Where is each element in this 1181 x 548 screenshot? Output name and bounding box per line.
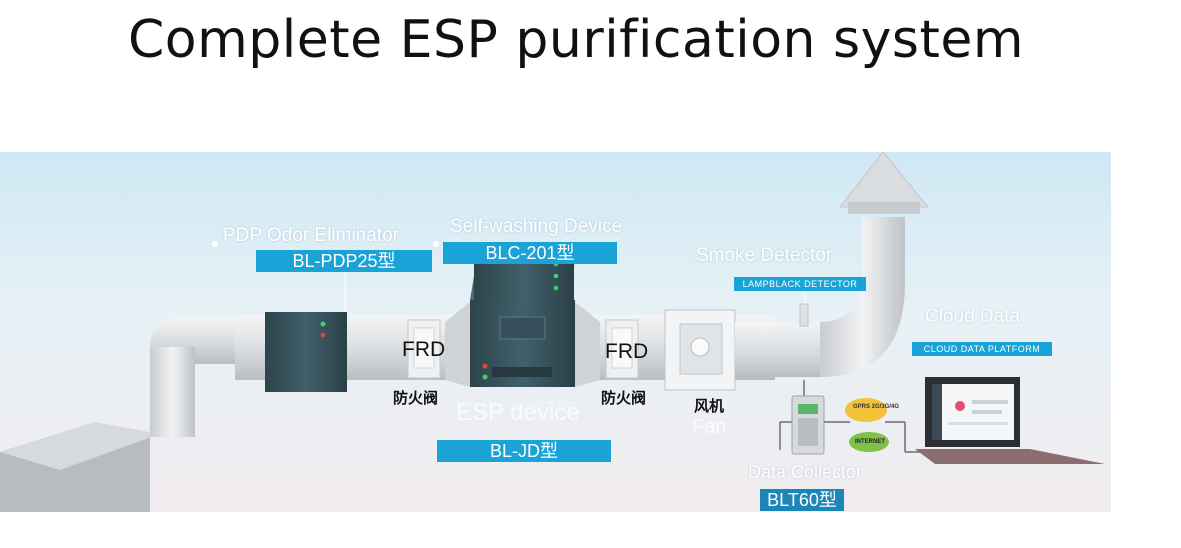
esp-device-label: ESP device: [456, 399, 580, 426]
cloud-data-label: Cloud Data: [925, 306, 1021, 327]
lampblack-detector-tag: LAMPBLACK DETECTOR: [734, 277, 866, 291]
esp-right-cone: [575, 302, 600, 387]
self-washing-device-label: Self-washing Device: [450, 216, 623, 237]
outlet-duct: [735, 322, 825, 377]
pdp-lead-dot-right: [433, 241, 439, 247]
fire-valve-left-label: 防火阀: [393, 389, 439, 407]
data-collector-label: Data Collector: [748, 462, 863, 482]
self-washing-model-tag: BLC-201型: [443, 242, 617, 264]
elbow-upper: [820, 217, 905, 377]
cloud-data-platform-tag: CLOUD DATA PLATFORM: [912, 342, 1052, 356]
esp-left-cone: [445, 302, 470, 387]
frd-left-label: FRD: [402, 338, 446, 361]
smoke-detector-label: Smoke Detector: [696, 245, 833, 266]
pdp-model-tag: BL-PDP25型: [256, 250, 432, 272]
gprs-cloud: [845, 398, 887, 422]
laptop-base: [915, 449, 1105, 464]
internet-cloud-label: INTERNET: [855, 439, 885, 445]
pdp-unit: [265, 312, 347, 392]
fire-valve-right-label: 防火阀: [601, 389, 647, 407]
internet-cloud: [849, 432, 889, 452]
page-title: Complete ESP purification system: [128, 10, 1025, 70]
system-diagram: PDP Odor Eliminator BL-PDP25型 Self-washi…: [0, 152, 1111, 512]
hood-top: [0, 422, 160, 470]
diagram-graphics: [0, 152, 1105, 512]
chimney-cap: [838, 152, 930, 208]
gprs-cloud-label: GPRS 2G/3G/4G: [853, 404, 900, 410]
elbow-lower: [150, 317, 240, 364]
pdp-odor-eliminator-label: PDP Odor Eliminator: [223, 225, 399, 246]
data-collector-model-tag: BLT60型: [760, 489, 844, 511]
fan-cn-label: 风机: [694, 397, 725, 415]
smoke-probe: [799, 303, 809, 327]
riser-duct: [150, 342, 195, 437]
pdp-lead-dot: [212, 241, 218, 247]
frd-right-label: FRD: [605, 340, 649, 363]
fan-en-label: Fan: [692, 416, 727, 438]
esp-model-tag: BL-JD型: [437, 440, 611, 462]
